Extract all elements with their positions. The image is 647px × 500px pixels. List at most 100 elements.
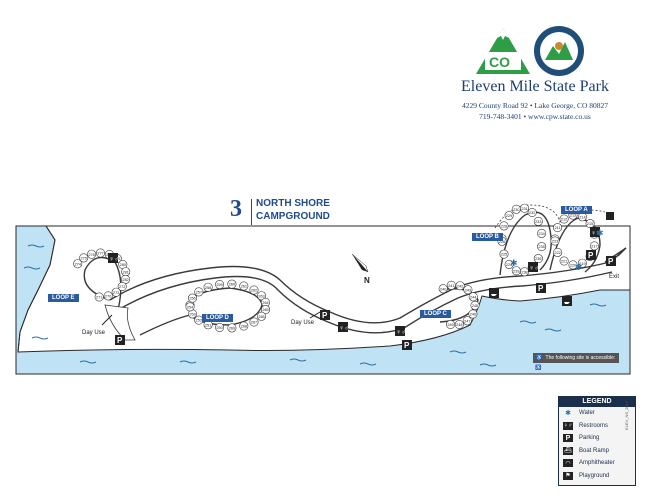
day-use-arrow bbox=[101, 314, 113, 326]
svg-text:♀♂: ♀♂ bbox=[109, 256, 120, 263]
campsite: 217 bbox=[589, 241, 599, 251]
campsite: 232 bbox=[527, 208, 537, 218]
campsite-number: 214 bbox=[579, 215, 585, 219]
co-logo-text: CO bbox=[489, 54, 510, 70]
campsite-marker bbox=[73, 259, 83, 269]
campsite: 267 bbox=[249, 317, 259, 327]
campsite-marker bbox=[256, 311, 266, 321]
campsite-marker bbox=[117, 281, 127, 291]
campsite-number: 263 bbox=[258, 294, 264, 298]
legend-item-water: ✱ Water bbox=[559, 407, 635, 420]
campsite-number: 265 bbox=[262, 308, 268, 312]
campsite: 266 bbox=[256, 311, 266, 321]
campsite-marker bbox=[553, 223, 563, 233]
campsite-marker bbox=[94, 292, 104, 302]
campsite-marker bbox=[203, 282, 213, 292]
boat-ramp-icon: ⛴ bbox=[563, 446, 573, 455]
campsite: 275 bbox=[79, 253, 89, 263]
campsite-number: 238 bbox=[521, 270, 527, 274]
campground-name-line2: CAMPGROUND bbox=[256, 211, 330, 222]
campsite-number: 267 bbox=[251, 321, 257, 325]
parking-icon: P bbox=[606, 256, 616, 266]
campsite-number: 220 bbox=[570, 264, 576, 268]
day-use-arrow bbox=[309, 311, 321, 319]
campsite-number: 217 bbox=[591, 245, 597, 249]
campsite-marker bbox=[185, 302, 195, 312]
parking-icon: P bbox=[563, 434, 573, 443]
campsite-number: 258 bbox=[205, 286, 211, 290]
water-icon: ✱ bbox=[565, 410, 571, 418]
campground-name: NORTH SHORE CAMPGROUND bbox=[256, 197, 330, 223]
campsite: 277 bbox=[96, 248, 106, 258]
campsite-marker bbox=[504, 211, 514, 221]
shoreline bbox=[17, 225, 56, 353]
campsite-number: 223 bbox=[552, 240, 558, 244]
campsite-number: 231 bbox=[521, 207, 527, 211]
campsite-number: 229 bbox=[506, 214, 512, 218]
campsite-number: 228 bbox=[501, 225, 507, 229]
restrooms-icon: ♀♂ bbox=[590, 227, 602, 237]
campsite-number: 280 bbox=[120, 263, 126, 267]
campsite-marker bbox=[445, 319, 455, 329]
campsite-marker bbox=[463, 285, 473, 295]
day-use-label: Day Use bbox=[291, 320, 315, 326]
campsite-marker bbox=[568, 260, 578, 270]
north-label: N bbox=[364, 276, 370, 285]
campsite: 220 bbox=[568, 260, 578, 270]
campsite-number: 236 bbox=[535, 257, 541, 261]
legend-label: Playground bbox=[579, 472, 610, 479]
water-markers: ✱ ✱ ✱ bbox=[510, 229, 604, 273]
campsite-marker bbox=[239, 281, 249, 291]
campsite-marker bbox=[249, 317, 259, 327]
campsite-marker bbox=[468, 292, 478, 302]
map-code: ELEV_NS_2016 bbox=[624, 400, 629, 430]
campsite-number: 253 bbox=[189, 313, 195, 317]
campsite: 276 bbox=[87, 249, 97, 259]
svg-text:P: P bbox=[538, 284, 544, 293]
campsite: 257 bbox=[194, 287, 204, 297]
restroom-icons: ♀♂ ♀♂ ♀♂ ♀♂ ♀♂ bbox=[108, 227, 602, 336]
svg-text:♀♂: ♀♂ bbox=[396, 329, 407, 336]
campsite: 259 bbox=[215, 279, 225, 289]
restrooms-icon: ♀♂ bbox=[338, 322, 350, 332]
campsite-number: 272 bbox=[119, 285, 125, 289]
parking-icon: P bbox=[115, 335, 125, 345]
campsite: 240 bbox=[438, 284, 448, 294]
campsite-number: 252 bbox=[196, 319, 202, 323]
campsite-number: 230 bbox=[513, 208, 519, 212]
park-name: Eleven Mile State Park bbox=[461, 78, 609, 95]
campsite: 247 bbox=[462, 316, 472, 326]
boat-ramp-icon bbox=[489, 288, 499, 298]
boat-ramp-icon bbox=[562, 296, 572, 306]
campsite-number: 211 bbox=[555, 226, 561, 230]
campsite: 263 bbox=[256, 291, 266, 301]
svg-text:P: P bbox=[404, 341, 410, 350]
campsite-marker bbox=[499, 249, 509, 259]
campsite-marker bbox=[468, 309, 478, 319]
legend-item-amphitheater: ◠ Amphitheater bbox=[559, 457, 635, 470]
campsite-marker bbox=[215, 322, 225, 332]
campsite-marker bbox=[188, 293, 198, 303]
campsite: 223 bbox=[550, 236, 560, 246]
campsite-marker bbox=[499, 221, 509, 231]
campsite: 241 bbox=[446, 280, 456, 290]
campsite: 256 bbox=[188, 293, 198, 303]
campsite-number: 245 bbox=[472, 304, 478, 308]
accessibility-note: ♿ The following site is accessible: ♿ bbox=[533, 353, 619, 371]
accessibility-text: The following site is accessible: bbox=[545, 355, 616, 361]
campsite-number: 261 bbox=[241, 285, 247, 289]
campsite-number: 276 bbox=[88, 253, 94, 257]
campsite: 271 bbox=[94, 292, 104, 302]
campsite-number: 232 bbox=[529, 211, 535, 215]
legend-item-playground: ⚑ Playground bbox=[559, 470, 635, 483]
campsite-number: 233 bbox=[535, 220, 541, 224]
campsite-number: 254 bbox=[187, 306, 193, 310]
campsite-number: 221 bbox=[561, 260, 567, 264]
campsite: 243 bbox=[463, 285, 473, 295]
campsite-marker bbox=[227, 279, 237, 289]
campsite-number: 251 bbox=[205, 323, 211, 327]
campsite-marker bbox=[533, 216, 543, 226]
campsite: 270 bbox=[103, 291, 113, 301]
campsite-marker bbox=[256, 291, 266, 301]
campsite: 251 bbox=[203, 320, 213, 330]
